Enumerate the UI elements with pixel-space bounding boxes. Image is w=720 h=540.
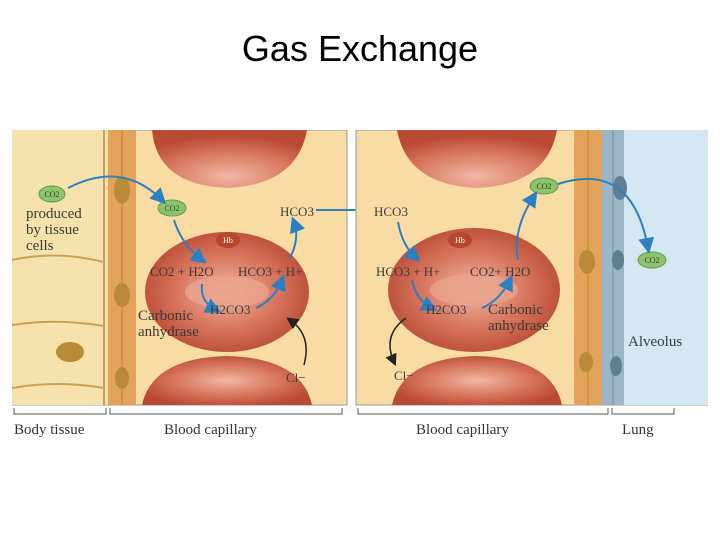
tissue-nucleus [56, 342, 84, 362]
co2-bubble: CO2 [529, 177, 559, 195]
red-blood-cell [397, 130, 557, 188]
lung-label: Lung [622, 422, 654, 438]
alveolus-space [622, 130, 708, 405]
endothelial-nucleus [115, 367, 129, 389]
svg-text:CO2: CO2 [536, 182, 551, 191]
co2-bubble: CO2 [637, 251, 667, 269]
red-blood-cell [142, 356, 312, 405]
left-hco3-label: HCO3 [280, 204, 314, 219]
alveolus-label: Alveolus [628, 334, 682, 350]
svg-text:CO2: CO2 [164, 204, 179, 213]
alveolar-wall [602, 130, 627, 405]
red-blood-cell [392, 356, 562, 405]
hco3-out-arrow [289, 216, 305, 259]
right-equation-products: CO2+ H2O [470, 264, 530, 279]
svg-text:Hb: Hb [223, 236, 233, 245]
chloride-shift-arrow [385, 317, 407, 367]
co2-to-alveolus-arrow [557, 177, 655, 254]
slide-title: Gas Exchange [241, 28, 479, 69]
left-chloride-label: Cl− [286, 370, 306, 385]
chloride-shift-arrow [286, 317, 307, 366]
body-tissue-cells [12, 130, 110, 405]
svg-text:Hb: Hb [455, 236, 465, 245]
right-carbonic-label: Carbonic [488, 302, 543, 318]
svg-text:CO2: CO2 [644, 256, 659, 265]
co2-diffusion-arrow [67, 175, 167, 205]
hemoglobin-badge: Hb [216, 232, 240, 248]
left-endothelium [108, 130, 136, 405]
co2-into-rbc-arrow [173, 219, 207, 264]
region-brackets [13, 408, 675, 415]
co2-produced-label: produced [26, 206, 82, 222]
blood-capillary-right-label: Blood capillary [416, 422, 509, 438]
hemoglobin-badge: Hb [448, 232, 472, 248]
left-equation-reactants: CO2 + H2O [150, 264, 214, 279]
hco3-into-rbc-arrow [397, 221, 421, 263]
alveolar-nucleus [612, 250, 624, 270]
left-h2co3-label: H2CO3 [210, 302, 250, 317]
right-h2co3-label: H2CO3 [426, 302, 466, 317]
right-chloride-label: Cl− [394, 368, 414, 383]
right-endothelium [574, 130, 602, 405]
endothelial-nucleus [579, 250, 595, 274]
endothelial-nucleus [579, 352, 593, 372]
carbonic-anhydrase-arrow [481, 274, 513, 309]
co2-cells-label: cells [26, 238, 54, 254]
alveolar-nucleus [610, 356, 622, 376]
right-hco3-label: HCO3 [374, 204, 408, 219]
h2co3-dissociation-arrow [255, 274, 286, 309]
gas-exchange-diagram: CO2 produced by tissue cells CO2 HCO3 Hb… [12, 130, 708, 438]
blood-capillary-left-label: Blood capillary [164, 422, 257, 438]
svg-text:CO2: CO2 [44, 190, 59, 199]
left-equation-products: HCO3 + H+ [238, 264, 303, 279]
endothelial-nucleus [114, 283, 130, 307]
right-panel: HCO3 Hb CO2 CO2 HCO3 + H+ CO2+ H2O H2CO3… [355, 130, 708, 406]
left-panel: CO2 produced by tissue cells CO2 HCO3 Hb… [12, 130, 348, 406]
co2-bubble: CO2 [38, 185, 66, 203]
left-anhydrase-label: anhydrase [138, 324, 199, 340]
h2co3-formation-arrow [411, 279, 438, 311]
right-equation-reactants: HCO3 + H+ [376, 264, 441, 279]
body-tissue-label: Body tissue [14, 422, 85, 438]
carbonic-anhydrase-arrow [200, 283, 222, 313]
co2-by-tissue-label: by tissue [26, 222, 79, 238]
endothelial-nucleus [114, 176, 130, 204]
right-anhydrase-label: anhydrase [488, 318, 549, 334]
co2-out-rbc-arrow [515, 190, 538, 261]
alveolar-nucleus [613, 176, 627, 200]
left-carbonic-label: Carbonic [138, 308, 193, 324]
co2-bubble: CO2 [157, 199, 187, 217]
red-blood-cell [152, 130, 307, 188]
